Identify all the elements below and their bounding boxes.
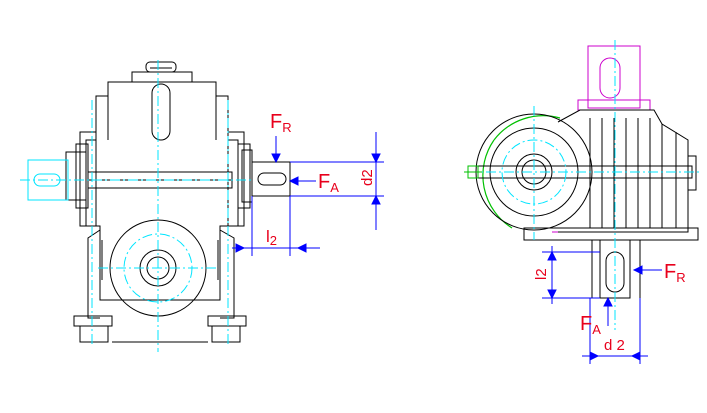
right-view-dimensions <box>542 246 662 364</box>
left-view <box>65 61 291 343</box>
left-force-radial-label: FR <box>270 111 292 135</box>
right-force-axial-label: FA <box>580 313 601 337</box>
right-view-centerlines <box>468 40 700 330</box>
left-input-shaft <box>27 159 69 201</box>
left-force-axial-label: FA <box>318 171 339 195</box>
right-view-labels: FR FA l2 d 2 <box>533 261 686 354</box>
left-view-labels: FR FA d2 l2 <box>266 111 376 248</box>
right-force-radial-label: FR <box>664 261 686 285</box>
left-shaft-length-label: l2 <box>266 227 277 248</box>
left-view-dimensions <box>232 132 384 256</box>
right-shaft-diameter-label: d 2 <box>604 337 625 354</box>
right-small-bolt <box>464 165 482 179</box>
right-shaft-length-label: l2 <box>533 268 550 280</box>
left-shaft-diameter-label: d2 <box>359 169 376 186</box>
left-view-centerlines <box>20 60 252 352</box>
